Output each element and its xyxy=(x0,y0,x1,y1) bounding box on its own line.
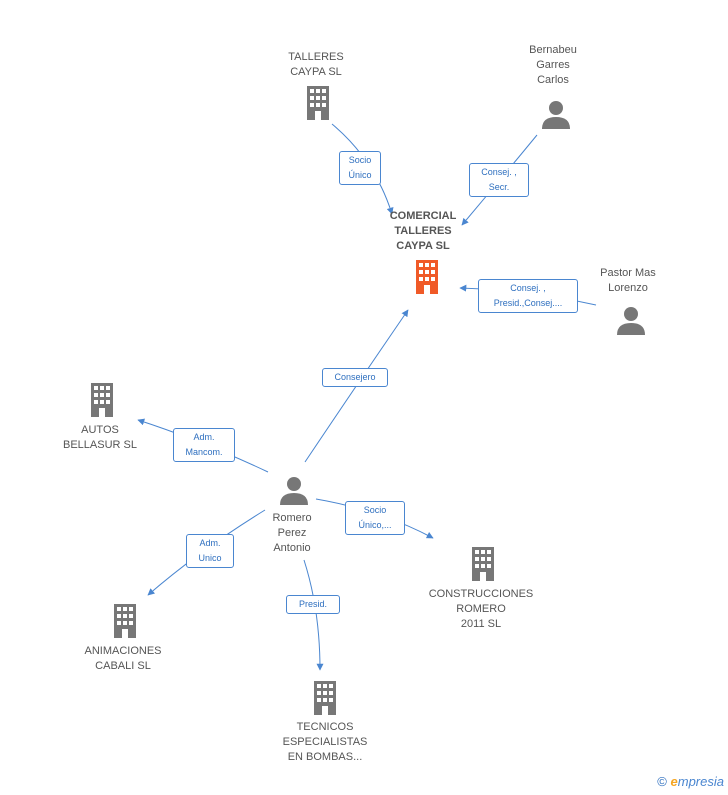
node-label-comercial[interactable]: COMERCIAL TALLERES CAYPA SL xyxy=(389,210,457,252)
building-icon-talleres[interactable] xyxy=(303,86,333,125)
node-label-bernabeu[interactable]: Bernabeu Garres Carlos xyxy=(529,44,577,86)
edge-label-socio-unico2[interactable]: Socio Único,... xyxy=(345,501,405,535)
node-label-autos[interactable]: AUTOS BELLASUR SL xyxy=(63,424,137,451)
building-icon-autos[interactable] xyxy=(87,383,117,422)
node-label-tecnicos[interactable]: TECNICOS ESPECIALISTAS EN BOMBAS... xyxy=(282,721,368,763)
building-icon-construcciones[interactable] xyxy=(468,547,498,586)
edge-label-presid[interactable]: Presid. xyxy=(286,595,340,614)
edge-label-consej-presid[interactable]: Consej. , Presid.,Consej.... xyxy=(478,279,578,313)
node-label-romero[interactable]: Romero Perez Antonio xyxy=(272,512,312,554)
node-label-animaciones[interactable]: ANIMACIONES CABALI SL xyxy=(84,645,162,672)
person-icon-pastor[interactable] xyxy=(616,306,646,341)
person-icon-bernabeu[interactable] xyxy=(541,100,571,135)
edge-label-adm-mancom[interactable]: Adm. Mancom. xyxy=(173,428,235,462)
node-label-pastor[interactable]: Pastor Mas Lorenzo xyxy=(600,267,656,294)
brand-footer: © empresia xyxy=(657,774,724,789)
copyright-symbol: © xyxy=(657,774,667,789)
node-label-talleres[interactable]: TALLERES CAYPA SL xyxy=(288,51,344,78)
building-icon-tecnicos[interactable] xyxy=(310,681,340,720)
brand-logo-e: e xyxy=(670,774,678,789)
edge-label-consejero[interactable]: Consejero xyxy=(322,368,388,387)
building-icon-comercial[interactable] xyxy=(412,260,442,299)
building-icon-animaciones[interactable] xyxy=(110,604,140,643)
node-label-construcciones[interactable]: CONSTRUCCIONES ROMERO 2011 SL xyxy=(428,588,534,630)
edge-romero-to-tecnicos xyxy=(303,559,324,671)
edge-label-adm-unico[interactable]: Adm. Unico xyxy=(186,534,234,568)
edge-label-socio-unico[interactable]: Socio Único xyxy=(339,151,381,185)
edge-label-consej-secr[interactable]: Consej. , Secr. xyxy=(469,163,529,197)
brand-logo-text: mpresia xyxy=(677,774,724,789)
person-icon-romero[interactable] xyxy=(279,476,309,511)
